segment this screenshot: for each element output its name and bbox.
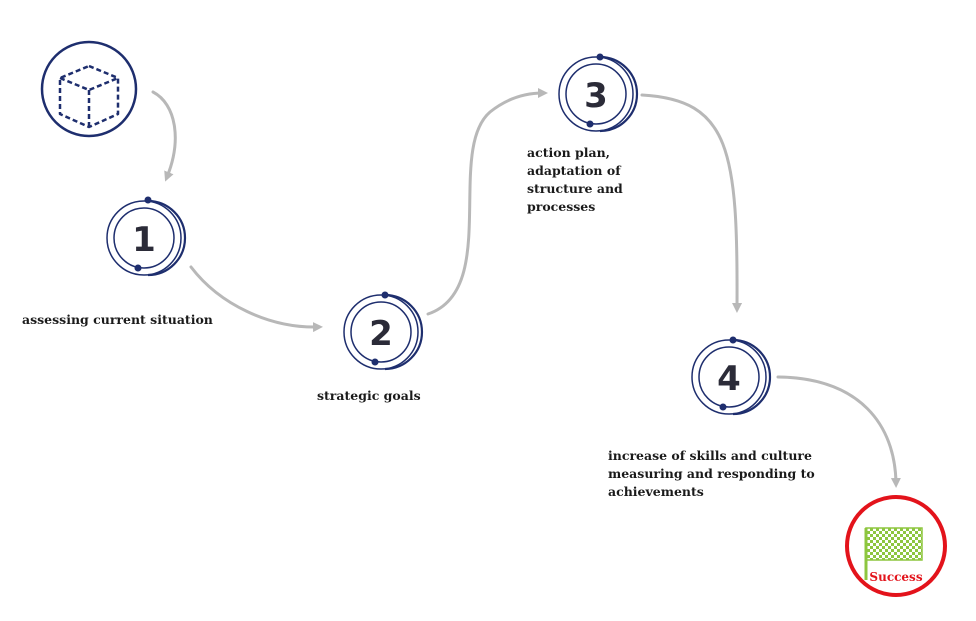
step-1-label: assessing current situation [22, 312, 213, 327]
cube-icon [58, 64, 120, 129]
step-4-node: 4 [691, 336, 772, 416]
step-1-node: 1 [106, 196, 187, 277]
step-3-label: action plan, adaptation of structure and… [527, 145, 623, 214]
success-label: Success [869, 570, 922, 584]
arrow-3-to-4 [640, 93, 743, 313]
step-2-label: strategic goals [317, 388, 421, 403]
arrow-1-to-2 [189, 265, 323, 333]
checkered-flag-icon [864, 527, 923, 580]
arrow-4-to-success [776, 375, 901, 488]
step-2-node: 2 [343, 291, 424, 371]
step-2-number: 2 [369, 314, 393, 354]
step-4-number: 4 [717, 359, 741, 399]
step-4-label: increase of skills and culture measuring… [608, 448, 815, 499]
step-3-node: 3 [558, 53, 639, 133]
step-3-number: 3 [584, 76, 608, 116]
start-node [40, 40, 138, 138]
success-node: Success [845, 495, 947, 597]
step-1-number: 1 [132, 220, 156, 260]
arrow-start-to-1 [151, 90, 177, 182]
arrow-2-to-3 [426, 88, 548, 316]
connector-arrows [151, 88, 901, 488]
